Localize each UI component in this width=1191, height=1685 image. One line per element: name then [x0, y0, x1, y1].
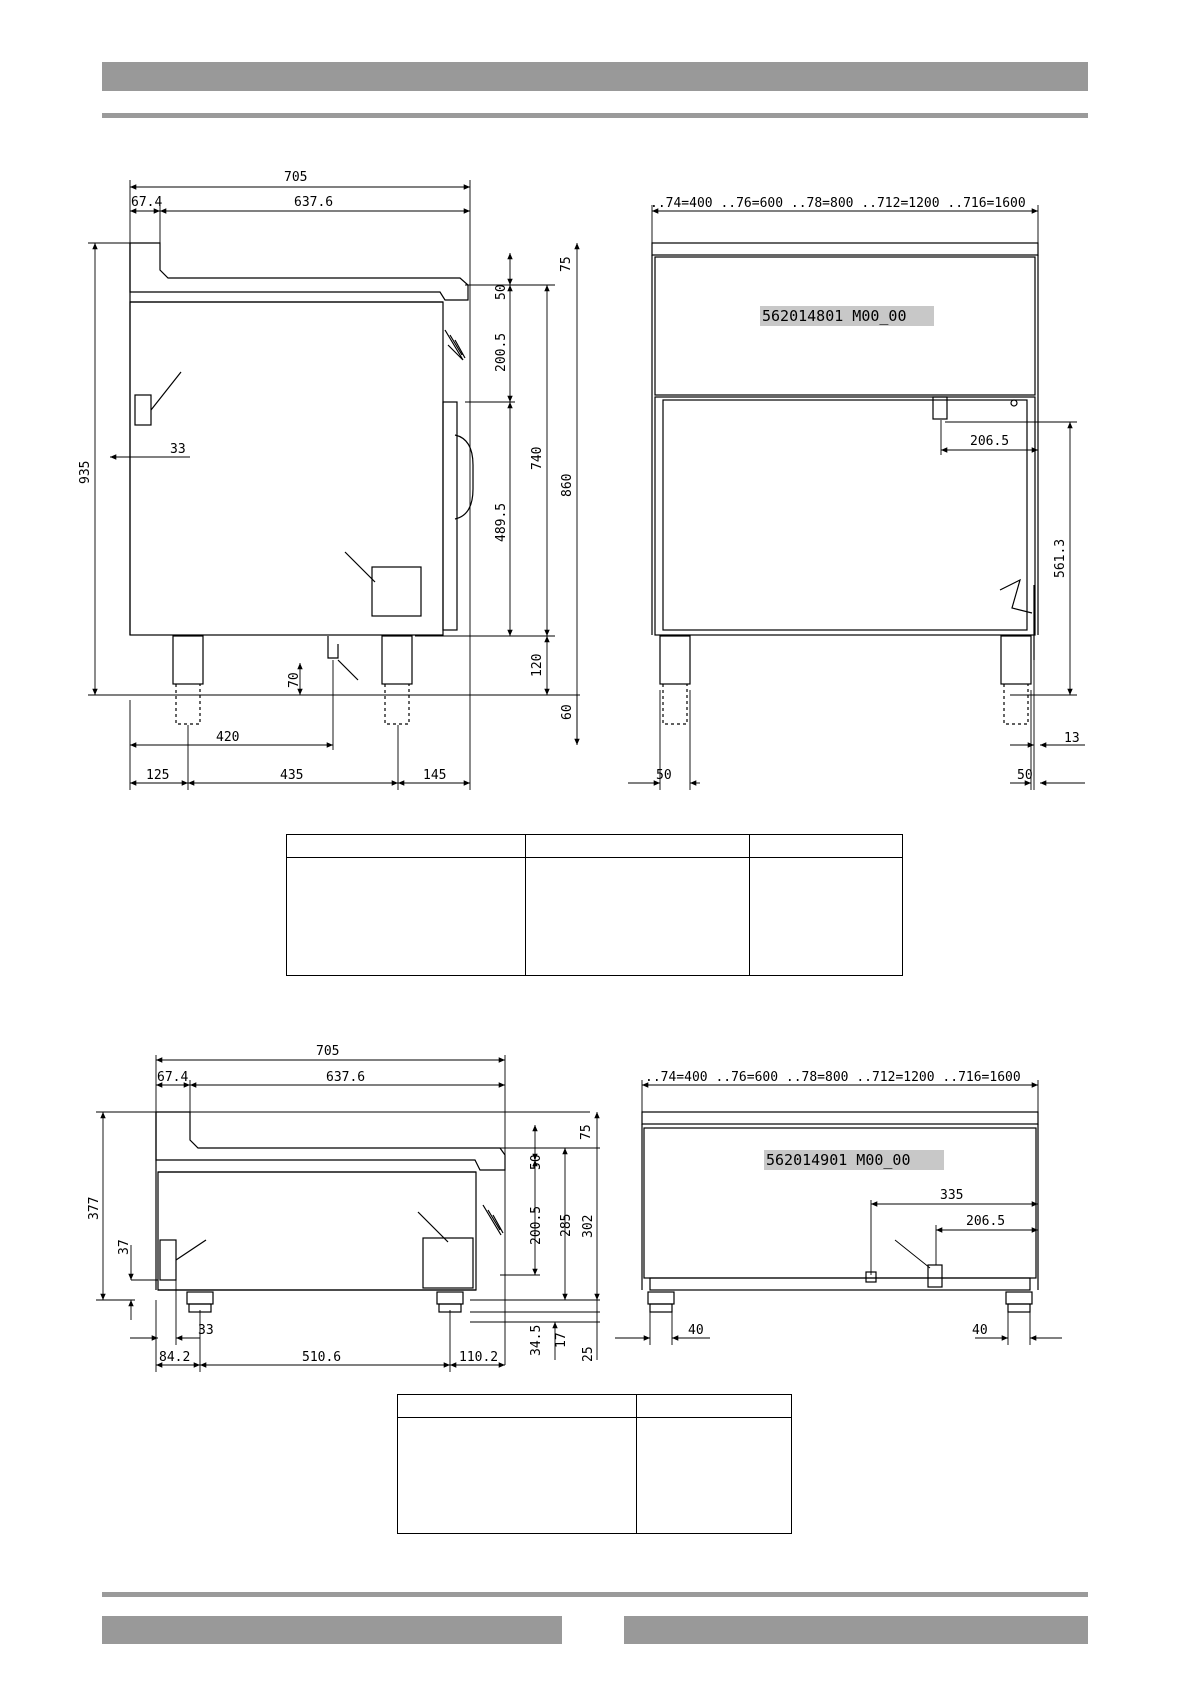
code-highlight — [764, 1150, 944, 1170]
dim-label: 120 — [530, 654, 545, 677]
dim-label: 50 — [494, 284, 509, 300]
spec-table-top — [286, 834, 903, 976]
dim-label: 50 — [1017, 768, 1033, 783]
dim-label: 335 — [940, 1188, 963, 1203]
dim-label: 705 — [316, 1044, 339, 1059]
dim-label: 67.4 — [131, 195, 162, 210]
top-front-dimensions — [628, 205, 1085, 790]
dim-label: 37 — [117, 1239, 132, 1255]
dim-label: 302 — [581, 1215, 596, 1238]
table-cell — [525, 857, 750, 976]
table-cell — [287, 858, 526, 976]
top-side-labels: 705 67.4 637.6 935 75 50 200.5 740 489.5… — [78, 170, 575, 783]
drawing-code: 562014901 M00_00 — [766, 1151, 911, 1169]
bottom-front-view — [641, 1111, 1039, 1313]
dim-label: 561.3 — [1053, 539, 1068, 578]
dim-label: 705 — [284, 170, 307, 185]
dim-label: 60 — [560, 704, 575, 720]
bottom-front-labels: ..74=400 ..76=600 ..78=800 ..712=1200 ..… — [645, 1070, 1021, 1338]
dim-label: 435 — [280, 768, 303, 783]
dim-label: 50 — [656, 768, 672, 783]
dim-label: 75 — [559, 256, 574, 272]
dim-label: 17 — [554, 1332, 569, 1348]
dim-label: 75 — [579, 1124, 594, 1140]
table-cell — [286, 834, 526, 858]
dim-label: 206.5 — [966, 1214, 1005, 1229]
dim-label: 110.2 — [459, 1350, 498, 1365]
table-row — [287, 857, 903, 976]
top-side-view — [129, 242, 474, 725]
dim-label: 200.5 — [494, 333, 509, 372]
footer-bar-right — [624, 1616, 1088, 1644]
header-rule — [102, 113, 1088, 118]
bottom-side-labels: 705 67.4 637.6 377 37 75 50 200.5 285 30… — [87, 1044, 596, 1365]
dim-label: 33 — [170, 442, 186, 457]
dim-label: 860 — [560, 474, 575, 497]
top-front-view — [651, 242, 1039, 725]
widths-label: ..74=400 ..76=600 ..78=800 ..712=1200 ..… — [645, 1070, 1021, 1085]
widths-label: ..74=400 ..76=600 ..78=800 ..712=1200 ..… — [650, 196, 1026, 211]
spec-table-bottom — [397, 1394, 792, 1534]
top-front-labels: ..74=400 ..76=600 ..78=800 ..712=1200 ..… — [650, 196, 1080, 783]
header-bar — [102, 62, 1088, 91]
dim-label: 125 — [146, 768, 169, 783]
dim-label: 935 — [78, 461, 93, 484]
table-cell — [636, 1417, 792, 1534]
bottom-side-dimensions — [96, 1055, 600, 1372]
dim-label: 34.5 — [529, 1325, 544, 1356]
table-cell — [749, 834, 903, 858]
dim-label: 67.4 — [157, 1070, 188, 1085]
dim-label: 70 — [287, 672, 302, 688]
table-cell — [398, 1418, 637, 1534]
dim-label: 510.6 — [302, 1350, 341, 1365]
dim-label: 40 — [972, 1323, 988, 1338]
table-cell — [636, 1394, 792, 1418]
dim-label: 206.5 — [970, 434, 1009, 449]
table-header-row — [286, 834, 903, 858]
dim-label: 50 — [529, 1154, 544, 1170]
bottom-side-view — [155, 1111, 506, 1313]
dim-label: 420 — [216, 730, 239, 745]
dim-label: 25 — [581, 1346, 596, 1362]
dim-label: 145 — [423, 768, 446, 783]
dim-label: 33 — [198, 1323, 214, 1338]
code-highlight — [760, 306, 934, 326]
bottom-front-dimensions — [615, 1080, 1062, 1345]
top-side-dimensions — [88, 180, 580, 790]
dim-label: 637.6 — [294, 195, 333, 210]
dim-label: 40 — [688, 1323, 704, 1338]
dim-label: 13 — [1064, 731, 1080, 746]
dim-label: 377 — [87, 1197, 102, 1220]
dim-label: 489.5 — [494, 503, 509, 542]
table-cell — [397, 1394, 637, 1418]
table-cell — [525, 834, 750, 858]
dim-label: 200.5 — [529, 1206, 544, 1245]
dim-label: 740 — [530, 447, 545, 470]
drawing-code: 562014801 M00_00 — [762, 307, 907, 325]
table-cell — [749, 857, 903, 976]
dim-label: 285 — [559, 1214, 574, 1237]
footer-bar-left — [102, 1616, 562, 1644]
table-row — [398, 1417, 792, 1534]
dim-label: 637.6 — [326, 1070, 365, 1085]
dim-label: 84.2 — [159, 1350, 190, 1365]
footer-rule — [102, 1592, 1088, 1597]
table-header-row — [397, 1394, 792, 1418]
